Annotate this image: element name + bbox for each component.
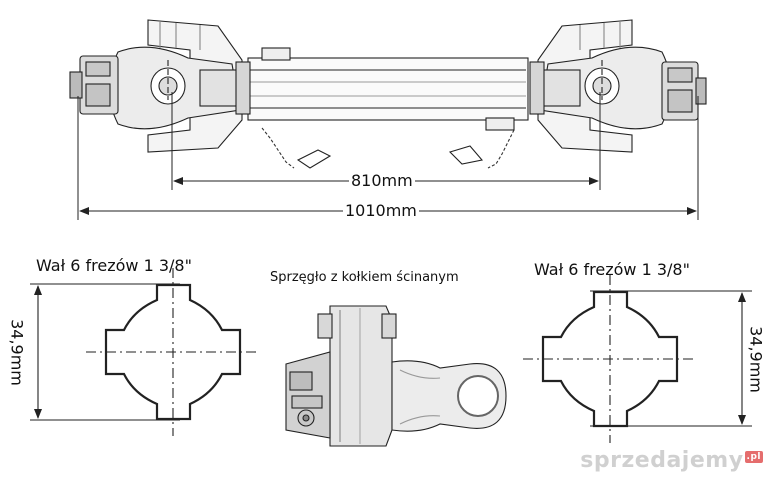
left-diameter-label: 34,9mm [7, 319, 27, 386]
left-end-coupling [69, 55, 119, 115]
left-spline-profile [30, 268, 258, 436]
right-safety-chain [448, 129, 515, 169]
shear-bolt-coupling [285, 305, 507, 447]
watermark-logo: sprzedajemy.pl [580, 448, 763, 473]
right-yoke [529, 46, 672, 130]
inner-length-label: 810mm [349, 171, 415, 190]
watermark-tld: .pl [744, 450, 763, 463]
coupling-title: Sprzęgło z kołkiem ścinanym [270, 270, 459, 285]
outer-length-label: 1010mm [343, 201, 419, 220]
dimension-extension-lines [77, 92, 699, 220]
left-safety-chain [261, 127, 332, 169]
right-spline-title: Wał 6 frezów 1 3/8" [534, 260, 690, 279]
pto-shaft [69, 19, 707, 169]
watermark-brand: sprzedajemy [580, 448, 744, 473]
left-yoke [108, 46, 251, 130]
right-spline-profile [523, 275, 752, 443]
left-spline-title: Wał 6 frezów 1 3/8" [36, 256, 192, 275]
telescopic-tube [247, 47, 529, 131]
right-end-coupling [661, 61, 707, 121]
right-diameter-label: 34,9mm [746, 326, 766, 393]
